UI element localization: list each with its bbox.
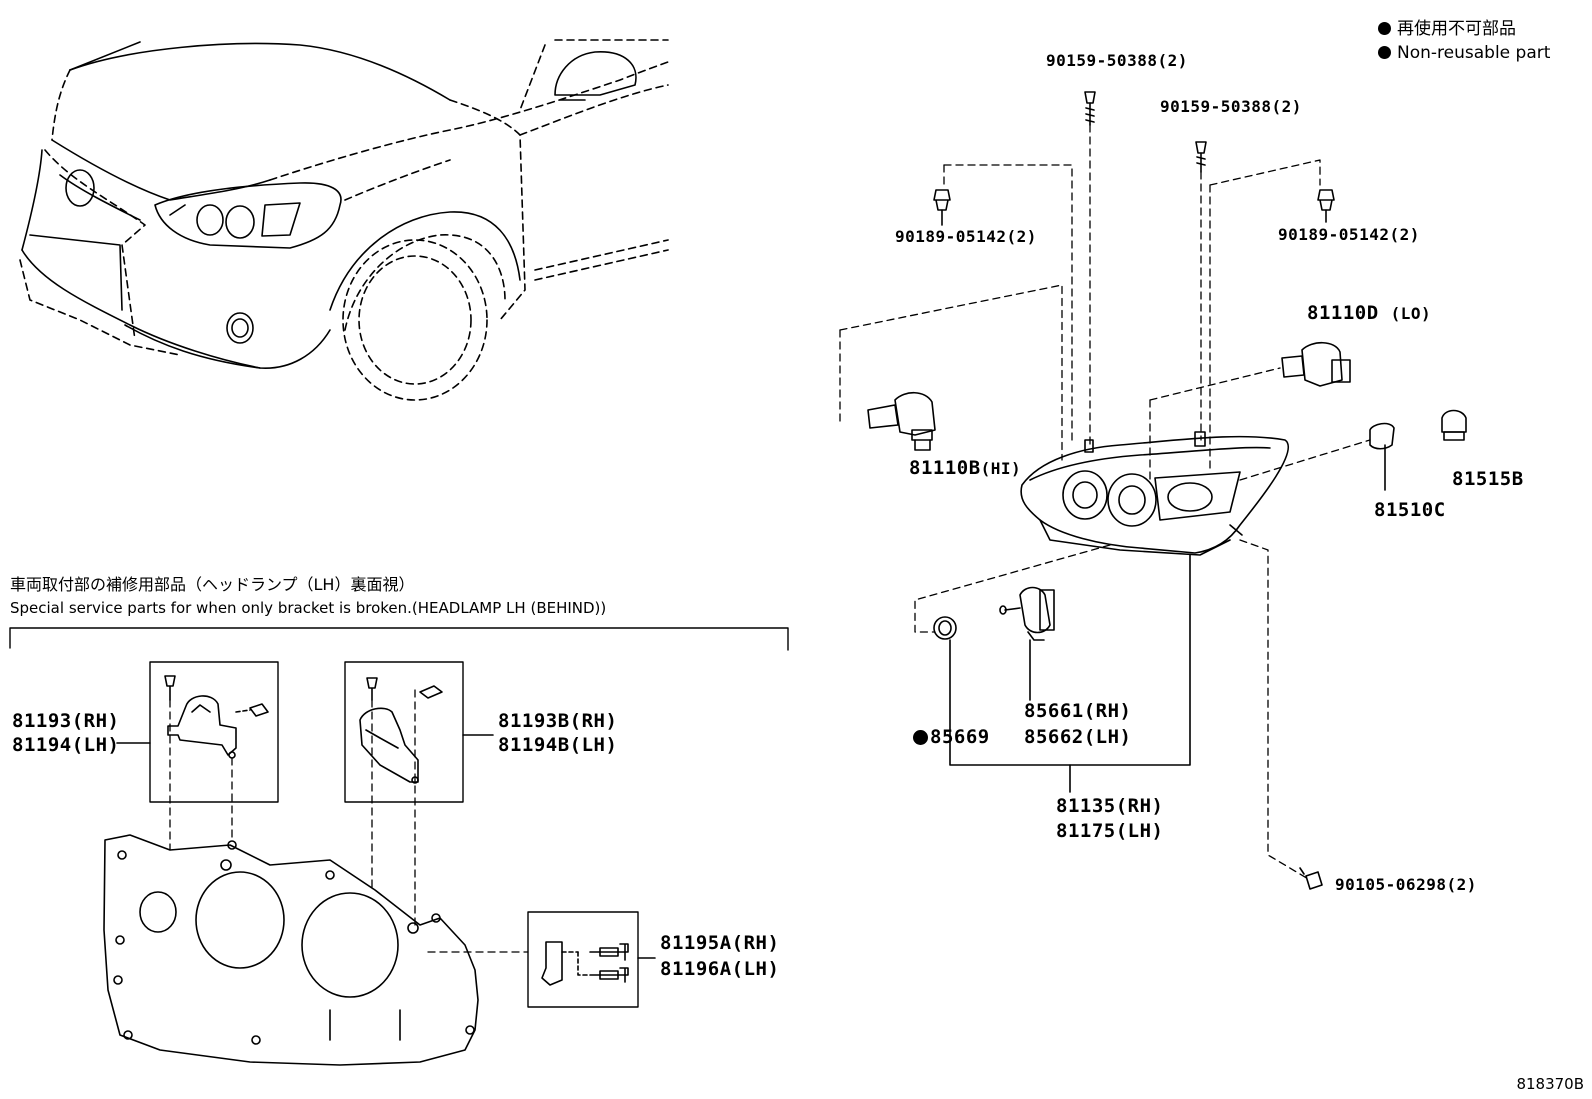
label-bracket3-lh[interactable]: 81196A(LH) [660,958,780,980]
o-ring-icon [933,616,957,640]
side-bulb-icon [1369,422,1395,450]
label-bracket2-lh[interactable]: 81194B(LH) [498,734,618,756]
non-reusable-dot-icon [913,730,928,745]
label-unit-rh[interactable]: 81135(RH) [1056,795,1164,817]
bulb-lo-icon [1281,341,1351,387]
label-screw-90105[interactable]: 90105-06298(2) [1335,875,1477,894]
label-unit-lh[interactable]: 81175(LH) [1056,820,1164,842]
legend-jp: 再使用不可部品 [1378,18,1516,40]
bulb-hi-icon [867,391,936,451]
non-reusable-dot-icon [1378,46,1391,59]
car-front-illustration [19,39,669,401]
label-bolt-90159-b[interactable]: 90159-50388(2) [1160,97,1302,116]
bracket-81195a-icon [541,941,629,986]
label-bracket2-rh[interactable]: 81193B(RH) [498,710,618,732]
label-nut-90189-left[interactable]: 90189-05142(2) [895,227,1037,246]
non-reusable-dot-icon [1378,22,1391,35]
screw-90105-icon [1299,867,1323,890]
label-bracket3-rh[interactable]: 81195A(RH) [660,932,780,954]
legend-en: Non-reusable part [1378,42,1550,64]
nut-90189-right-icon [1317,189,1335,223]
diagram-code: 818370B [1516,1075,1584,1093]
label-socket[interactable]: 81515B [1452,468,1524,490]
bracket-81193-icon [164,675,269,759]
bolt-90159-b-icon [1195,141,1207,173]
label-bulb-hi[interactable]: 81110B(HI) [909,457,1022,479]
headlamp-unit-icon [1020,431,1289,556]
label-bracket1-lh[interactable]: 81194(LH) [12,734,120,756]
label-actuator-rh[interactable]: 85661(RH) [1024,700,1132,722]
label-bolt-90159-a[interactable]: 90159-50388(2) [1046,51,1188,70]
label-actuator-lh[interactable]: 85662(LH) [1024,726,1132,748]
headlamp-exploded-view [839,91,1467,890]
label-side-bulb[interactable]: 81510C [1374,499,1446,521]
headlamp-back-housing-icon [103,834,479,1066]
section-title-jp: 車両取付部の補修用部品（ヘッドランプ（LH）裏面視） [10,575,415,594]
label-nut-90189-right[interactable]: 90189-05142(2) [1278,225,1420,244]
label-bracket1-rh[interactable]: 81193(RH) [12,710,120,732]
service-parts-section [9,627,789,1066]
nut-90189-left-icon [933,189,951,226]
label-bulb-lo[interactable]: 81110D (LO) [1307,302,1432,324]
leveling-actuator-icon [999,586,1055,641]
label-o-ring[interactable]: 85669 [913,726,990,748]
section-title-en: Special service parts for when only brac… [10,599,607,617]
bolt-90159-a-icon [1084,91,1096,126]
socket-icon [1441,409,1467,441]
